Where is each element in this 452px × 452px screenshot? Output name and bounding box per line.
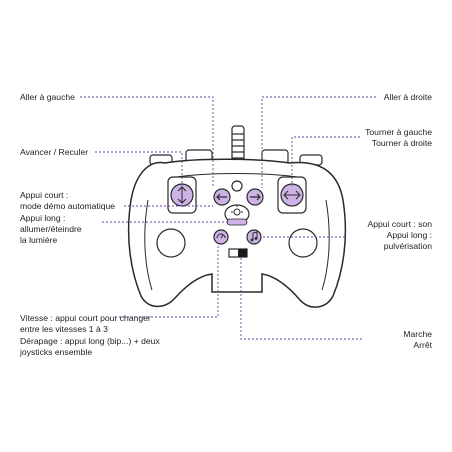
label-derapage: Dérapage : appui long (bip...) + deux jo… [20,336,160,357]
antenna [231,125,245,167]
label-aller-droite: Aller à droite [383,92,432,102]
speed-icon [216,233,226,239]
speed-button[interactable] [213,229,229,245]
arrow-right-button[interactable] [246,188,264,206]
label-appui-son: Appui court : son Appui long : pulvérisa… [367,219,433,251]
power-switch[interactable] [228,248,248,258]
music-note-icon [252,231,258,240]
label-appui-court-demo: Appui court : mode démo automatique [20,190,116,211]
light-icon [231,205,243,216]
music-button[interactable] [246,229,262,245]
arrow-right-icon [250,193,261,201]
label-tourner: Tourner à gauche Tourner à droite [365,127,432,148]
label-vitesse: Vitesse : appui court pour changer entre… [20,313,151,334]
label-aller-gauche: Aller à gauche [20,92,75,102]
label-avancer-reculer: Avancer / Reculer [20,147,89,157]
body-contours [144,173,330,291]
label-appui-long-lumiere: Appui long : allumer/éteindre la lumière [20,213,82,245]
light-button[interactable] [224,204,250,226]
arrow-left-icon [216,193,227,201]
label-marche-arret: Marche Arrêt [403,329,432,350]
leader-lines [80,96,376,340]
center-light [231,180,243,192]
power-switch-icon [238,249,247,257]
grip-circles [156,228,318,258]
left-joystick[interactable] [167,176,197,214]
right-joystick[interactable] [277,176,307,214]
arrow-left-button[interactable] [213,188,231,206]
